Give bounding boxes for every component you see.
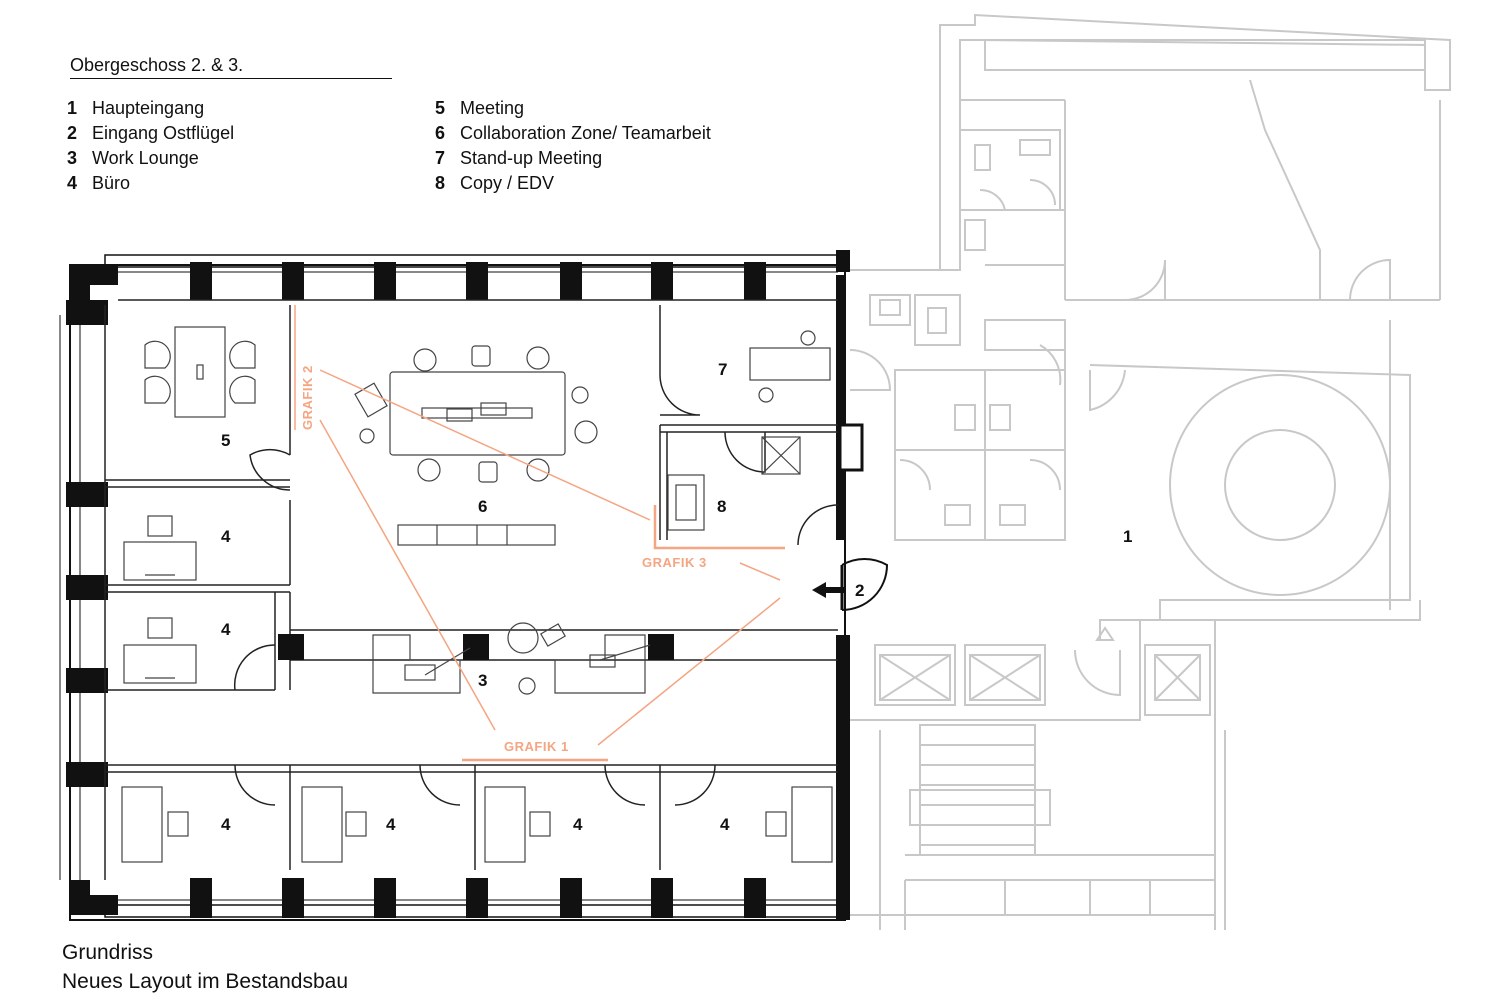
window-column	[66, 300, 108, 325]
window-column	[466, 262, 488, 300]
grafik-1-label: GRAFIK 1	[504, 739, 569, 754]
entrance-arrow	[812, 582, 846, 598]
grafik-3-label: GRAFIK 3	[642, 555, 707, 570]
room-label-4: 4	[386, 815, 396, 834]
room-label-4: 4	[221, 815, 231, 834]
title-underline	[70, 78, 392, 79]
room-label-4: 4	[720, 815, 730, 834]
room-label-5: 5	[221, 431, 230, 450]
room-label-4: 4	[221, 620, 231, 639]
window-column	[374, 878, 396, 918]
window-column	[66, 762, 108, 787]
caption-line-1: Grundriss	[62, 941, 154, 964]
window-column	[651, 262, 673, 300]
window-column	[560, 878, 582, 918]
room-label-1: 1	[1123, 527, 1132, 546]
window-column	[66, 482, 108, 507]
plan-title: Obergeschoss 2. & 3.	[70, 55, 244, 75]
room-label-8: 8	[717, 497, 726, 516]
window-column	[190, 878, 212, 918]
window-column	[374, 262, 396, 300]
room-label-3: 3	[478, 671, 487, 690]
plan-caption: Grundriss Neues Layout im Bestandsbau	[62, 938, 348, 996]
caption-line-2: Neues Layout im Bestandsbau	[62, 970, 349, 993]
existing-building	[849, 13, 1451, 930]
window-column	[744, 262, 766, 300]
window-column	[560, 262, 582, 300]
window-column	[651, 878, 673, 918]
room-labels: 1 2 3 4 4 4 4 4 4 5 6 7 8	[221, 360, 1132, 834]
window-columns	[66, 262, 766, 918]
interior-walls	[104, 299, 839, 880]
window-column	[744, 878, 766, 918]
window-column	[66, 575, 108, 600]
window-column	[282, 262, 304, 300]
structural-columns	[278, 634, 674, 660]
room-label-4: 4	[221, 527, 231, 546]
grafik-sightlines	[294, 305, 785, 762]
room-label-2: 2	[855, 581, 864, 600]
window-column	[282, 878, 304, 918]
window-column	[66, 668, 108, 693]
furniture	[121, 326, 833, 863]
window-column	[466, 878, 488, 918]
room-label-6: 6	[478, 497, 487, 516]
room-label-7: 7	[718, 360, 727, 379]
grafik-2-label: GRAFIK 2	[300, 365, 315, 430]
window-column	[190, 262, 212, 300]
room-label-4: 4	[573, 815, 583, 834]
